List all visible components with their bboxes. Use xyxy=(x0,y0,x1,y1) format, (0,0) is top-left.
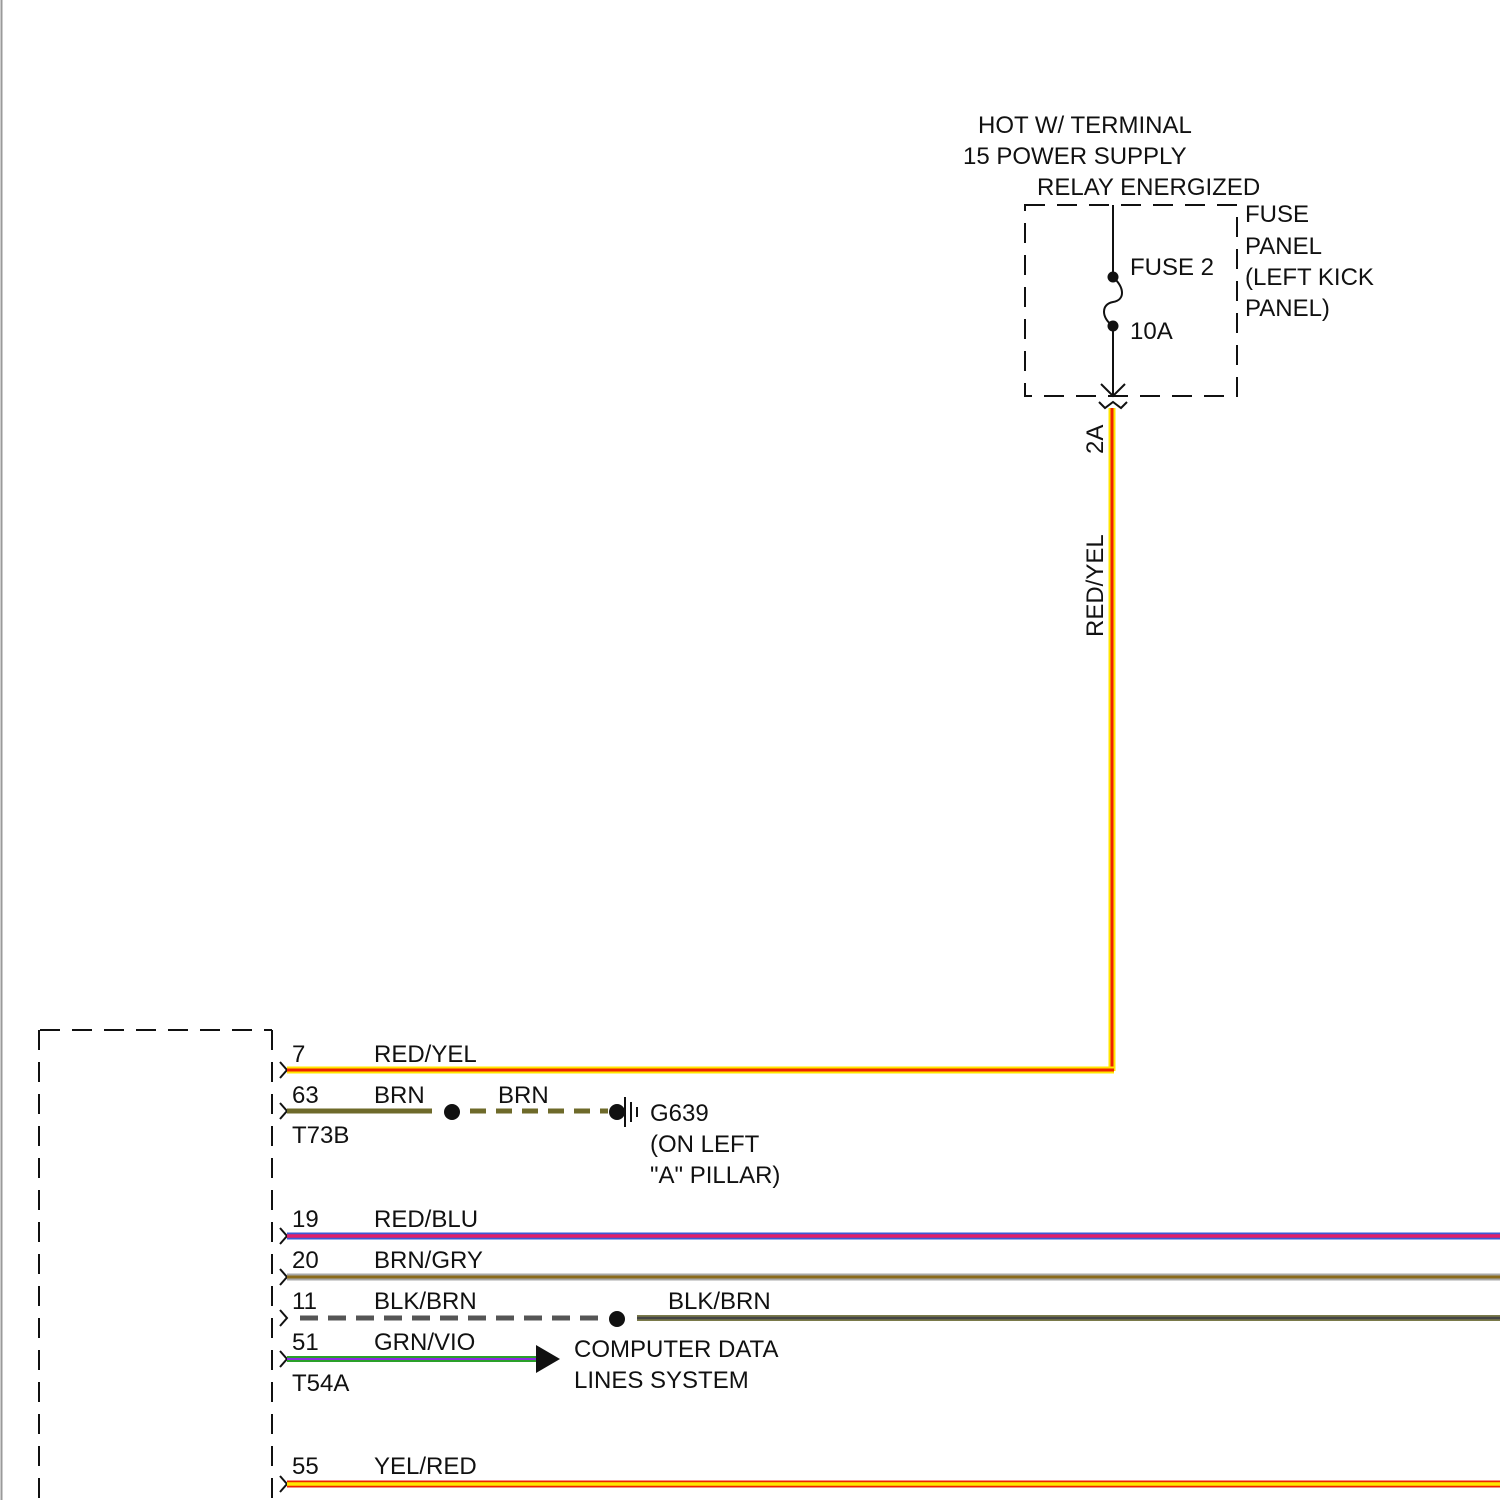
pin-55-wire: YEL/RED xyxy=(374,1453,477,1480)
power-source-line1: HOT W/ TERMINAL xyxy=(978,112,1192,139)
connector-chevrons xyxy=(280,1062,287,1492)
ground-location-line3: "A" PILLAR) xyxy=(650,1162,780,1189)
data-lines-line2: LINES SYSTEM xyxy=(574,1367,749,1394)
pin-51: 51 xyxy=(292,1329,319,1356)
pin-63: 63 xyxy=(292,1082,319,1109)
fuse-panel-line3: (LEFT KICK xyxy=(1245,264,1374,291)
pin-7: 7 xyxy=(292,1041,305,1068)
pin-11-wire-splice: BLK/BRN xyxy=(668,1288,771,1315)
pin-20: 20 xyxy=(292,1247,319,1274)
pin-7-wire: RED/YEL xyxy=(374,1041,477,1068)
fuse-symbol xyxy=(1099,205,1127,408)
fuse-rating: 10A xyxy=(1130,318,1173,345)
data-lines-line1: COMPUTER DATA xyxy=(574,1336,778,1363)
pin-19: 19 xyxy=(292,1206,319,1233)
pin-20-wire: BRN/GRY xyxy=(374,1247,483,1274)
fuse-name: FUSE 2 xyxy=(1130,254,1214,281)
power-source-line2: 15 POWER SUPPLY xyxy=(963,143,1187,170)
wire-pin-63 xyxy=(287,1104,625,1120)
fuse-panel-box xyxy=(1025,205,1237,396)
wire-pin-11 xyxy=(300,1311,1500,1327)
connector-t73b-label: T73B xyxy=(292,1122,349,1149)
fuse-panel-line4: PANEL) xyxy=(1245,295,1330,322)
ground-symbol xyxy=(617,1097,637,1127)
pin-55: 55 xyxy=(292,1453,319,1480)
pin-11-wire: BLK/BRN xyxy=(374,1288,477,1315)
pin-19-wire: RED/BLU xyxy=(374,1206,478,1233)
fuse-panel-line2: PANEL xyxy=(1245,233,1322,260)
module-box xyxy=(39,1030,272,1500)
pin-51-wire: GRN/VIO xyxy=(374,1329,475,1356)
connector-pin-2a: 2A xyxy=(1082,425,1109,454)
pin-63-wire-splice: BRN xyxy=(498,1082,549,1109)
connector-t54a-label: T54A xyxy=(292,1370,349,1397)
pin-63-wire: BRN xyxy=(374,1082,425,1109)
vertical-wire-color: RED/YEL xyxy=(1082,534,1109,637)
fuse-panel-line1: FUSE xyxy=(1245,201,1309,228)
power-source-line3: RELAY ENERGIZED xyxy=(1037,174,1260,201)
ground-location-line2: (ON LEFT xyxy=(650,1131,760,1158)
ground-id: G639 xyxy=(650,1100,709,1127)
pin-11: 11 xyxy=(292,1288,317,1315)
